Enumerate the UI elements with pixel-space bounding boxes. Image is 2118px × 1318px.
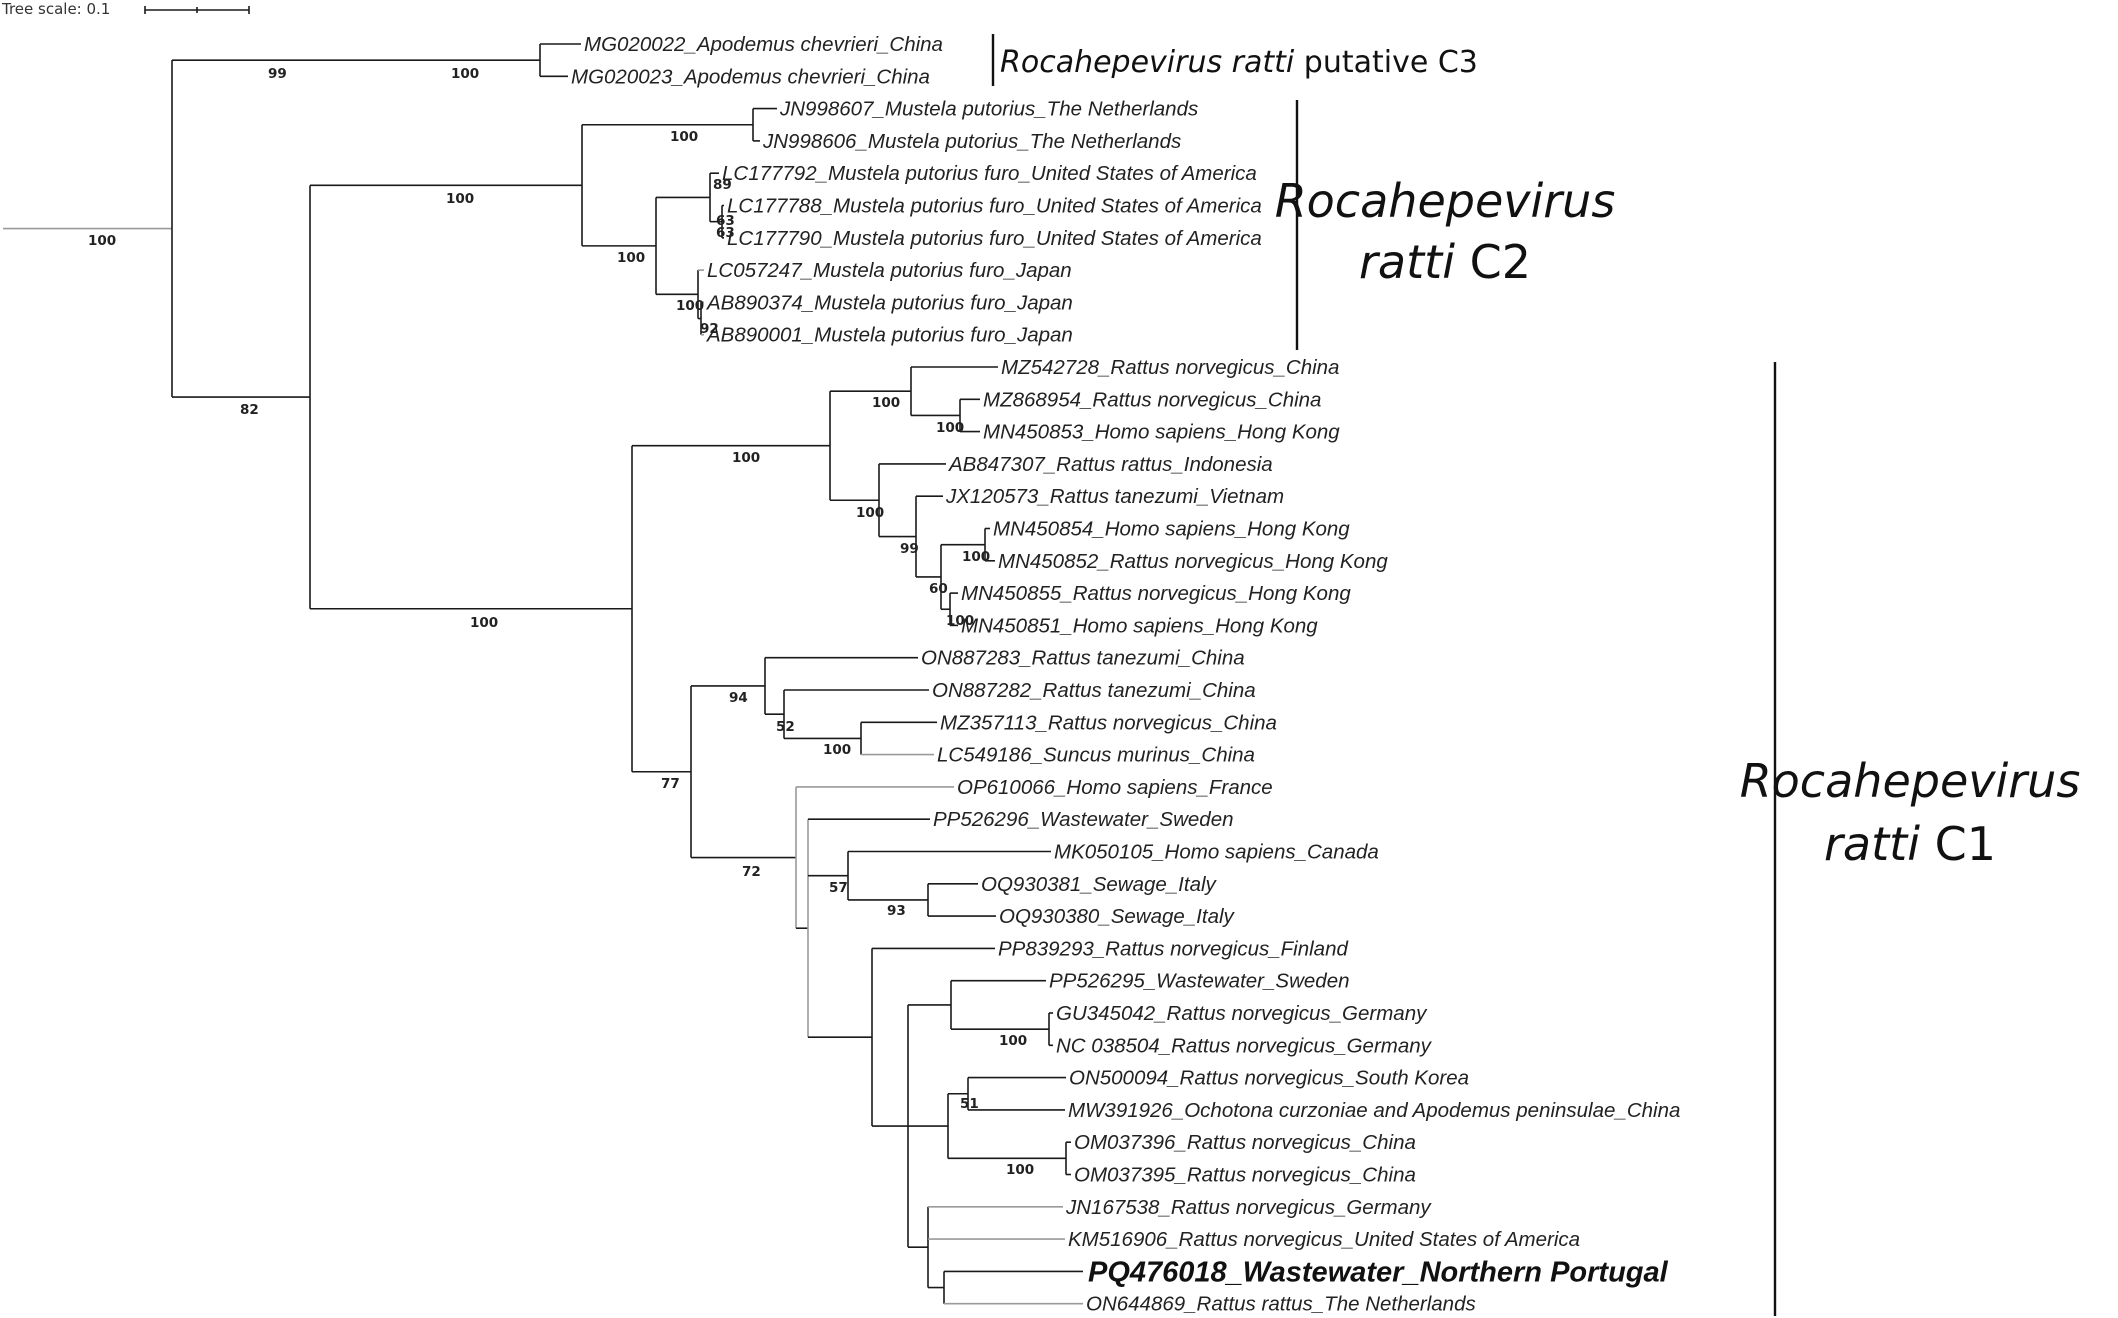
leaf-label: MZ357113_Rattus norvegicus_China [940,711,1277,734]
leaf-label: MN450853_Homo sapiens_Hong Kong [983,421,1340,444]
bootstrap-value: 72 [742,864,761,880]
tree-scale-bar [144,6,250,14]
clade-c3-label: Rocahepevirus ratti putative C3 [1000,45,1478,80]
leaf-label: GU345042_Rattus norvegicus_Germany [1056,1002,1428,1025]
clade-c1-label-line1: Rocahepevirus [1740,754,2081,808]
leaf-label: ON500094_Rattus norvegicus_South Korea [1069,1067,1469,1090]
bootstrap-value: 100 [946,613,974,629]
bootstrap-value: 100 [670,129,698,145]
bootstrap-value: 51 [960,1096,979,1112]
leaf-label: AB890374_Mustela putorius furo_Japan [705,291,1073,314]
tree-scale-label: Tree scale: 0.1 [1,0,110,18]
highlighted-leaf-label: PQ476018_Wastewater_Northern Portugal [1088,1256,1669,1288]
leaf-label: OM037395_Rattus norvegicus_China [1074,1164,1416,1187]
leaf-label: JN998606_Mustela putorius_The Netherland… [762,130,1181,153]
leaf-label: MN450855_Rattus norvegicus_Hong Kong [961,582,1351,605]
bootstrap-value: 100 [872,395,900,411]
bootstrap-value: 100 [451,66,479,82]
bootstrap-value: 100 [470,615,498,631]
leaf-label: ON887283_Rattus tanezumi_China [921,647,1245,670]
bootstrap-value: 100 [1006,1162,1034,1178]
leaf-label: LC057247_Mustela putorius furo_Japan [707,259,1072,282]
leaf-label: LC177790_Mustela putorius furo_United St… [727,227,1262,250]
bootstrap-value: 99 [900,541,919,557]
bootstrap-value: 100 [962,549,990,565]
leaf-label: MK050105_Homo sapiens_Canada [1054,841,1379,864]
clade-c2-label-line2: ratti C2 [1359,235,1531,289]
leaf-label: KM516906_Rattus norvegicus_United States… [1068,1228,1580,1251]
leaf-label: AB847307_Rattus rattus_Indonesia [947,453,1273,476]
leaf-label: MN450851_Homo sapiens_Hong Kong [961,614,1318,637]
bootstrap-value: 82 [240,402,259,418]
leaf-label: LC177788_Mustela putorius furo_United St… [727,195,1262,218]
leaf-label: MZ542728_Rattus norvegicus_China [1001,356,1339,379]
bootstrap-value: 94 [729,690,748,706]
leaf-label: LC549186_Suncus murinus_China [937,744,1255,767]
bootstrap-value: 63 [716,213,735,229]
bootstrap-value: 100 [676,298,704,314]
leaf-labels: MG020022_Apodemus chevrieri_ChinaMG02002… [571,33,1680,1316]
bootstrap-value: 100 [732,450,760,466]
leaf-label: OP610066_Homo sapiens_France [957,776,1273,799]
leaf-label: MZ868954_Rattus norvegicus_China [983,388,1321,411]
leaf-label: JN167538_Rattus norvegicus_Germany [1065,1196,1432,1219]
tree-branches [3,43,1083,1305]
leaf-label: ON644869_Rattus rattus_The Netherlands [1086,1293,1476,1316]
leaf-label: AB890001_Mustela putorius furo_Japan [705,324,1073,347]
bootstrap-value: 89 [713,177,732,193]
leaf-label: ON887282_Rattus tanezumi_China [932,679,1256,702]
leaf-label: JX120573_Rattus tanezumi_Vietnam [945,485,1284,508]
bootstrap-value: 100 [823,742,851,758]
bootstrap-value: 93 [887,903,906,919]
leaf-label: PP526296_Wastewater_Sweden [933,808,1234,831]
bootstrap-value: 99 [268,66,287,82]
leaf-label: OQ930380_Sewage_Italy [999,905,1236,928]
bootstrap-value: 63 [716,225,735,241]
leaf-label: OM037396_Rattus norvegicus_China [1074,1131,1416,1154]
leaf-label: JN998607_Mustela putorius_The Netherland… [779,98,1198,121]
bootstrap-value: 52 [776,719,795,735]
bootstrap-value: 77 [661,776,680,792]
bootstrap-value: 100 [936,420,964,436]
bootstrap-value: 100 [617,250,645,266]
leaf-label: MG020023_Apodemus chevrieri_China [571,65,930,88]
leaf-label: OQ930381_Sewage_Italy [981,873,1218,896]
leaf-label: MN450852_Rattus norvegicus_Hong Kong [998,550,1388,573]
leaf-label: MG020022_Apodemus chevrieri_China [584,33,943,56]
bootstrap-value: 57 [829,880,848,896]
bootstrap-value: 100 [856,505,884,521]
leaf-label: MW391926_Ochotona curzoniae and Apodemus… [1068,1099,1680,1122]
leaf-label: NC 038504_Rattus norvegicus_Germany [1056,1034,1433,1057]
bootstrap-value: 60 [929,581,948,597]
leaf-label: MN450854_Homo sapiens_Hong Kong [993,518,1350,541]
leaf-label: PP526295_Wastewater_Sweden [1049,970,1350,993]
leaf-label: LC177792_Mustela putorius furo_United St… [722,162,1257,185]
clade-c2-label-line1: Rocahepevirus [1275,174,1616,228]
bootstrap-value: 100 [999,1033,1027,1049]
clade-c1-label-line2: ratti C1 [1824,817,1996,871]
bootstrap-value: 100 [446,191,474,207]
leaf-label: PP839293_Rattus norvegicus_Finland [998,937,1348,960]
bootstrap-value: 92 [700,321,719,337]
bootstrap-value: 100 [88,233,116,249]
